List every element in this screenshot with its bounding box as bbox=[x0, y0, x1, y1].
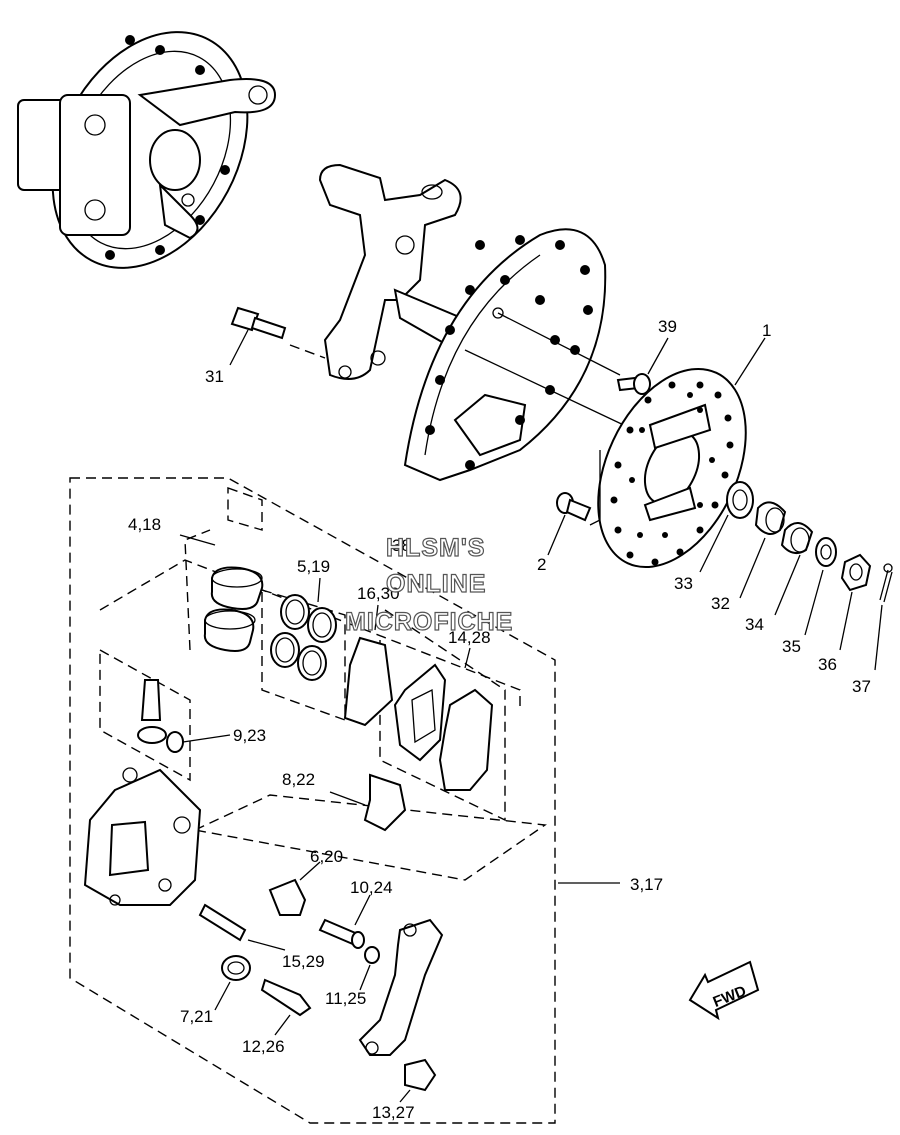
callout-38: 38 bbox=[392, 536, 411, 555]
callout-32: 32 bbox=[711, 594, 730, 613]
callout-6-20: 6,20 bbox=[310, 847, 343, 866]
assembled-brake-view bbox=[17, 31, 277, 269]
callout-35: 35 bbox=[782, 637, 801, 656]
callout-2: 2 bbox=[537, 555, 546, 574]
callout-39: 39 bbox=[658, 317, 677, 336]
watermark-line-1: HLSM'S bbox=[386, 534, 485, 562]
caliper-body bbox=[83, 767, 202, 906]
pins-and-bolts bbox=[198, 861, 437, 1103]
piston-group-outline bbox=[184, 487, 263, 651]
callout-12-26: 12,26 bbox=[242, 1037, 285, 1056]
callout-9-23: 9,23 bbox=[233, 726, 266, 745]
bleeder-screw bbox=[137, 679, 231, 753]
callout-33: 33 bbox=[674, 574, 693, 593]
seal-group-outline bbox=[261, 589, 346, 721]
pad-spring bbox=[329, 773, 407, 832]
callout-7-21: 7,21 bbox=[180, 1007, 213, 1026]
callout-8-22: 8,22 bbox=[282, 770, 315, 789]
callout-10-24: 10,24 bbox=[350, 878, 393, 897]
callout-16-30: 16,30 bbox=[357, 584, 400, 603]
watermark: HLSM'S ONLINE MICROFICHE bbox=[344, 533, 513, 636]
seals bbox=[270, 594, 337, 681]
callout-11-25: 11,25 bbox=[325, 989, 366, 1008]
caliper-assembly-outline bbox=[69, 477, 556, 1124]
bolt-2 bbox=[547, 450, 601, 556]
callout-37: 37 bbox=[852, 677, 871, 696]
callout-14-28: 14,28 bbox=[448, 628, 491, 647]
watermark-line-3: MICROFICHE bbox=[345, 608, 513, 636]
pad-group-outline bbox=[379, 609, 506, 822]
brake-pads bbox=[343, 636, 494, 791]
callout-4-18: 4,18 bbox=[128, 515, 161, 534]
callout-13-27: 13,27 bbox=[372, 1103, 415, 1122]
callout-5-19: 5,19 bbox=[297, 557, 330, 576]
bleeder-group-outline bbox=[99, 648, 191, 782]
screw-39 bbox=[616, 337, 669, 395]
caliper-bracket bbox=[358, 918, 444, 1056]
callout-1: 1 bbox=[762, 321, 771, 340]
callout-34: 34 bbox=[745, 615, 764, 634]
callout-31: 31 bbox=[205, 367, 224, 386]
callout-3-17: 3,17 bbox=[630, 875, 663, 894]
callout-15-29: 15,29 bbox=[282, 952, 325, 971]
fwd-arrow-icon bbox=[688, 960, 760, 1021]
hub-parts bbox=[699, 481, 893, 671]
brake-disc bbox=[597, 337, 766, 569]
watermark-line-2: ONLINE bbox=[386, 570, 486, 598]
bolt-31 bbox=[229, 306, 326, 366]
disc-dust-cover bbox=[403, 228, 631, 482]
pistons bbox=[203, 566, 264, 652]
callout-36: 36 bbox=[818, 655, 837, 674]
